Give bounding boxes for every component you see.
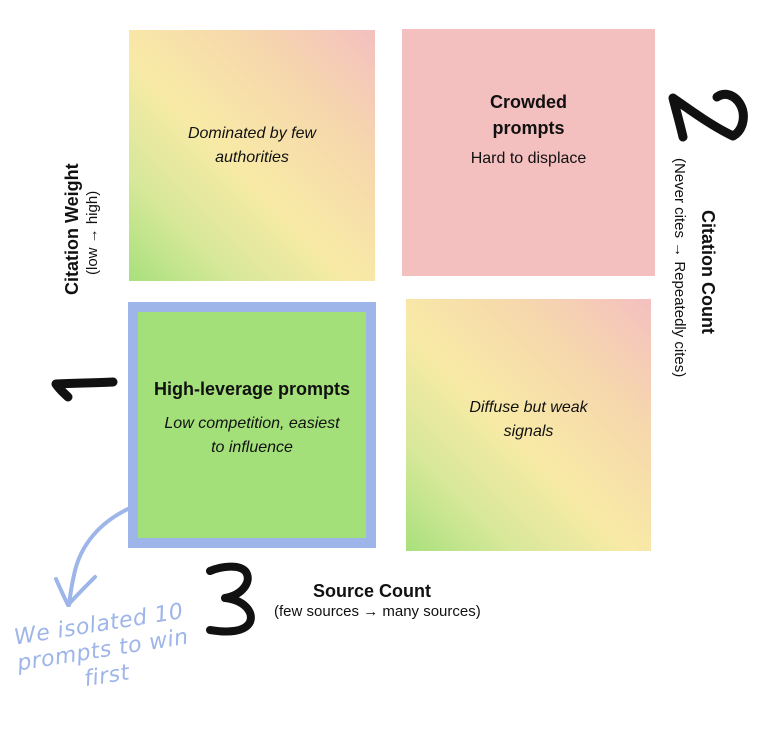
- quadrant-title: Crowded prompts: [489, 91, 567, 138]
- axis-subtitle: (Never cites → Repeatedly cites): [671, 158, 688, 378]
- quadrant-crowded-prompts: Crowded prompts Hard to displace: [402, 29, 655, 276]
- handwritten-annotation: We isolated 10 prompts to win first: [3, 598, 203, 705]
- numeral-3-icon: [206, 562, 255, 636]
- quadrant-description: Dominated by few authorities: [187, 124, 317, 166]
- quadrant-title: High-leverage prompts: [153, 379, 351, 399]
- axis-title: Source Count: [313, 581, 432, 601]
- quadrant-dominated-by-few-authorities: Dominated by few authorities: [129, 30, 375, 281]
- quadrant-subtitle: Hard to displace: [470, 149, 587, 167]
- quadrant-description: Low competition, easiest to influence: [164, 415, 340, 456]
- axis-subtitle: (few sources → many sources): [274, 603, 481, 620]
- quadrant-description: Diffuse but weak signals: [469, 399, 588, 440]
- curved-arrow-icon: [54, 506, 132, 607]
- numeral-1-icon: [51, 377, 118, 402]
- axis-label-source-count: Source Count (few sources → many sources…: [274, 580, 481, 622]
- quadrant-high-leverage-prompts: High-leverage prompts Low competition, e…: [128, 302, 376, 548]
- axis-title: Citation Count: [698, 210, 718, 334]
- axis-label-citation-count: Citation Count (Never cites → Repeatedly…: [671, 158, 718, 377]
- axis-title: Citation Weight: [62, 163, 82, 295]
- axis-label-citation-weight: Citation Weight (low → high): [55, 163, 101, 305]
- axis-subtitle: (low → high): [84, 190, 101, 275]
- numeral-2-icon: [668, 89, 748, 142]
- quadrant-diffuse-weak-signals: Diffuse but weak signals: [406, 299, 651, 551]
